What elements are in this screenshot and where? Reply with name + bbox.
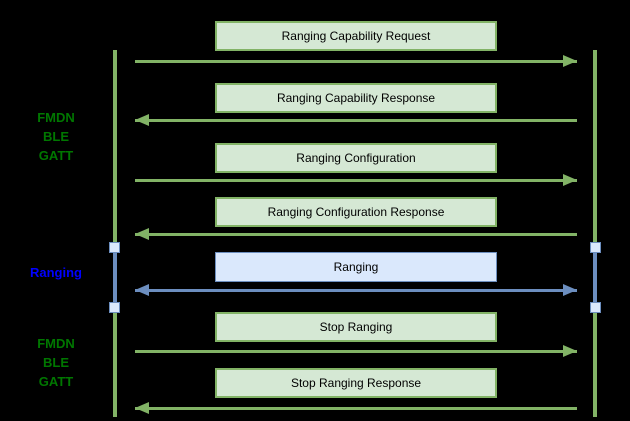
arrow-line: [135, 60, 577, 63]
activation-marker-left-top: [109, 242, 120, 253]
right-lifeline-ranging-segment: [593, 244, 597, 308]
arrow-ranging-capability-response: [135, 114, 577, 127]
arrow-ranging-bidirectional: [135, 284, 577, 297]
arrowhead-left-icon: [135, 284, 149, 296]
arrowhead-right-icon: [563, 284, 577, 296]
arrowhead-right-icon: [563, 345, 577, 357]
arrowhead-right-icon: [563, 55, 577, 67]
left-lifeline-bottom-segment: [113, 308, 117, 417]
activation-marker-right-top: [590, 242, 601, 253]
arrow-ranging-configuration-response: [135, 228, 577, 241]
message-box-ranging-configuration-response: Ranging Configuration Response: [215, 197, 497, 227]
arrow-ranging-configuration: [135, 174, 577, 187]
message-box-ranging: Ranging: [215, 252, 497, 282]
right-lifeline-top-segment: [593, 50, 597, 244]
arrow-ranging-capability-request: [135, 55, 577, 68]
activation-marker-right-bottom: [590, 302, 601, 313]
arrow-line: [135, 233, 577, 236]
message-box-stop-ranging-response: Stop Ranging Response: [215, 368, 497, 398]
arrow-line: [135, 119, 577, 122]
message-box-ranging-capability-request: Ranging Capability Request: [215, 21, 497, 51]
left-lifeline-top-segment: [113, 50, 117, 244]
message-box-ranging-capability-response: Ranging Capability Response: [215, 83, 497, 113]
arrowhead-left-icon: [135, 402, 149, 414]
arrow-stop-ranging-response: [135, 402, 577, 415]
left-lifeline-ranging-segment: [113, 244, 117, 308]
arrow-line: [135, 407, 577, 410]
arrowhead-left-icon: [135, 114, 149, 126]
phase-label-fmdn-ble-gatt-bottom: FMDN BLE GATT: [37, 336, 75, 389]
arrowhead-left-icon: [135, 228, 149, 240]
arrowhead-right-icon: [563, 174, 577, 186]
phase-label-ranging: Ranging: [30, 265, 82, 280]
message-box-stop-ranging: Stop Ranging: [215, 312, 497, 342]
arrow-stop-ranging: [135, 345, 577, 358]
arrow-line: [135, 350, 577, 353]
arrow-line: [135, 289, 577, 292]
message-box-ranging-configuration: Ranging Configuration: [215, 143, 497, 173]
phase-label-fmdn-ble-gatt-top: FMDN BLE GATT: [37, 110, 75, 163]
right-lifeline-bottom-segment: [593, 308, 597, 417]
activation-marker-left-bottom: [109, 302, 120, 313]
arrow-line: [135, 179, 577, 182]
